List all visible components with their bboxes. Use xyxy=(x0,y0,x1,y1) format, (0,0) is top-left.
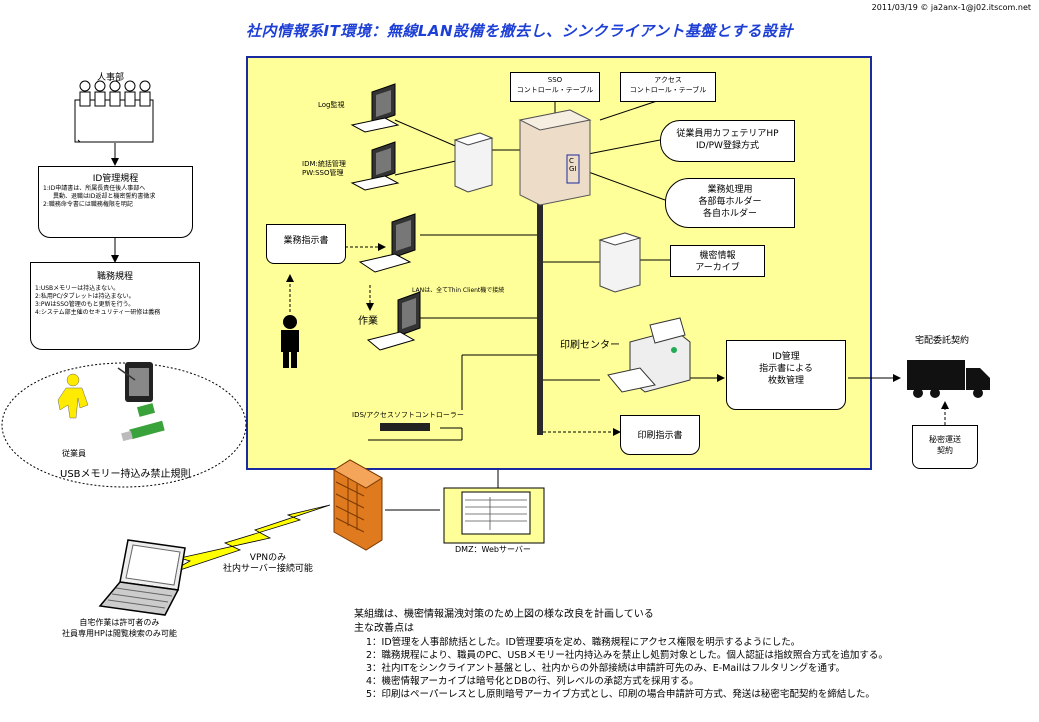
thin-client-monitor-icon xyxy=(358,213,416,273)
work-order-document: 業務指示書 xyxy=(266,224,346,264)
tablet-icon xyxy=(117,362,153,402)
worker-person-icon xyxy=(281,315,299,368)
work-monitor-icon xyxy=(366,291,421,351)
access-control-table: アクセス コントロール・テーブル xyxy=(620,72,716,102)
usb-rule-label: USBメモリー持込み禁止規則 xyxy=(60,469,191,480)
ids-device-icon xyxy=(380,423,430,431)
notes-item: 1：ID管理を人事部統括とした。ID管理要項を定め、職務規程にアクセス権限を明示… xyxy=(366,637,801,648)
improvement-notes: 某組織は、機密情報漏洩対策のため上図の様な改良を計画している 主な改善点は 1：… xyxy=(354,608,888,701)
work-rules-document: 職務規程 1:USBメモリーは持込まない。 2:私用PC/タブレットは持込まない… xyxy=(30,262,200,350)
home-work-note: 自宅作業は許可者のみ 社員専用HPは閲覧検索のみ可能 xyxy=(62,618,177,638)
business-folders-callout: 業務処理用 各部毎ホルダー 各自ホルダー xyxy=(665,178,795,228)
truck-icon xyxy=(907,360,990,398)
employee-figure-icon xyxy=(57,373,89,419)
printer-icon xyxy=(607,317,691,393)
hr-label: 人事部 xyxy=(97,73,125,83)
idm-label: IDM:統括管理 PW:SSO管理 xyxy=(302,160,346,177)
print-order-document: 印刷指示書 xyxy=(620,415,700,455)
notes-item: 4：機密情報アーカイブは暗号化とDBの行、列レベルの承認方式を採用する。 xyxy=(366,676,699,687)
work-label: 作業 xyxy=(358,316,378,327)
usb-icon xyxy=(121,403,165,442)
print-center-label: 印刷センター xyxy=(560,340,620,351)
dmz-label: DMZ：Webサーバー xyxy=(455,545,531,554)
copyright-stamp: 2011/03/19 © ja2anx-1@j02.itscom.net xyxy=(871,3,1031,12)
idm-monitor-icon xyxy=(350,141,400,191)
notes-intro: 某組織は、機密情報漏洩対策のため上図の様な改良を計画している xyxy=(354,609,654,620)
notes-item: 2：職務規程により、職員のPC、USBメモリー社内持込みを禁止し処罰対象とした。… xyxy=(366,650,888,661)
main-server-icon xyxy=(518,109,592,206)
id-rule-item: 1:ID申請書は、所属長責任後人事部へ xyxy=(43,185,146,192)
archive-server-icon xyxy=(598,232,642,293)
delivery-contract-label: 宅配委託契約 xyxy=(915,336,970,346)
cafeteria-hp-callout: 従業員用カフェテリアHP ID/PW登録方式 xyxy=(660,120,795,162)
notes-heading: 主な改善点は xyxy=(354,623,414,634)
id-rule-item: 2:職務命令書には職務権限を明記 xyxy=(43,201,133,208)
id-management-document: ID管理 指示書による 枚数管理 xyxy=(726,340,846,410)
notes-item: 5：印刷はペーパーレスとし原則暗号アーカイブ方式とし、印刷の場合申請許可方式、発… xyxy=(366,689,875,700)
sso-control-table: SSO コントロール・テーブル xyxy=(510,72,600,102)
log-monitor-label: Log監視 xyxy=(318,101,345,109)
laptop-icon xyxy=(98,539,186,616)
log-monitor-icon xyxy=(350,83,400,133)
page-title: 社内情報系IT環境：無線LAN設備を撤去し、シンクライアント基盤とする設計 xyxy=(246,22,793,40)
confidential-archive-box: 機密情報 アーカイブ xyxy=(670,245,765,277)
id-rules-document: ID管理規程 1:ID申請書は、所属長責任後人事部へ 異動、退職はID返却と機密… xyxy=(38,166,193,238)
vpn-label: VPNのみ 社内サーバー接続可能 xyxy=(223,553,313,574)
cgi-label: CGI xyxy=(569,157,577,173)
employee-label: 従業員 xyxy=(62,449,86,458)
firewall-icon xyxy=(333,459,383,551)
ids-label: IDS/アクセスソフトコントローラー xyxy=(352,411,464,419)
work-rule-item: 1:USBメモリーは持込まない。 xyxy=(35,285,120,292)
idm-server-icon xyxy=(453,132,494,193)
id-rules-title: ID管理規程 xyxy=(92,174,139,184)
work-rules-title: 職務規程 xyxy=(96,272,133,282)
id-rule-item: 異動、退職はID返却と機密誓約書徴求 xyxy=(53,193,156,200)
work-rule-item: 4:システム部主催のセキュリティー研修は義務 xyxy=(35,309,161,316)
work-rule-item: 3:PWはSSO管理のもと更新を行う。 xyxy=(35,301,135,308)
lan-note: LANは、全てThin Client機で接続 xyxy=(412,287,505,294)
hr-group-icon xyxy=(74,80,154,143)
work-rule-item: 2:私用PC/タブレットは持込まない。 xyxy=(35,293,135,300)
notes-item: 3：社内ITをシンクライアント基盤とし、社内からの外部接続は申請許可先のみ、E-… xyxy=(366,663,846,674)
secret-transport-document: 秘密運送 契約 xyxy=(912,425,978,469)
